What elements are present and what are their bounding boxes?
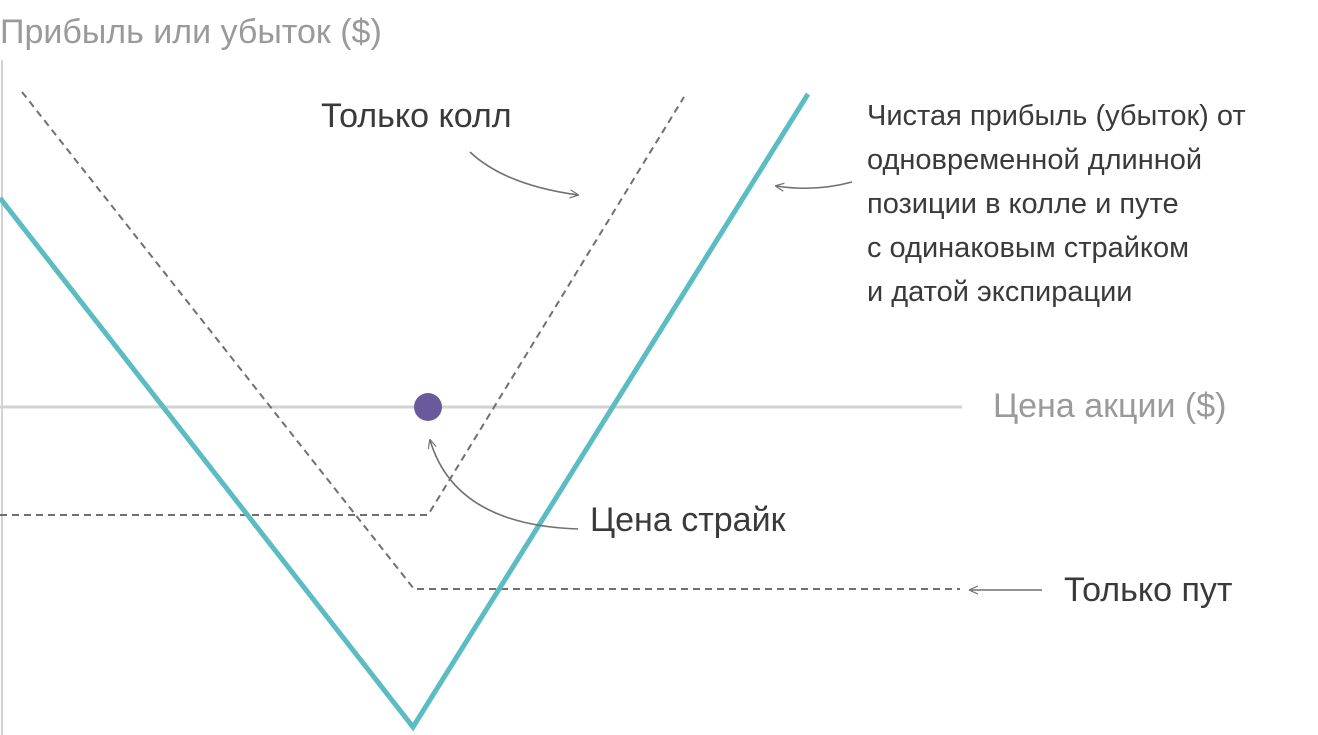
call-only-label: Только колл bbox=[321, 97, 512, 135]
straddle-note-line: и датой экспирации bbox=[867, 276, 1133, 308]
straddle-note-line: с одинаковым страйком bbox=[867, 232, 1190, 264]
strike-price-label: Цена страйк bbox=[590, 501, 786, 539]
strike-point bbox=[414, 393, 442, 421]
straddle-note-line: одновременной длинной bbox=[867, 144, 1203, 176]
call-only-line bbox=[0, 96, 685, 516]
strike-arrow bbox=[430, 440, 579, 530]
straddle-note-line: позиции в колле и путе bbox=[867, 188, 1179, 220]
straddle-line bbox=[0, 92, 811, 732]
straddle-note-line: Чистая прибыль (убыток) от bbox=[867, 100, 1246, 132]
straddle-arrow bbox=[776, 181, 853, 188]
put-only-line bbox=[21, 91, 960, 590]
y-axis-label: Прибыль или убыток ($) bbox=[0, 13, 382, 51]
put-only-label: Только пут bbox=[1064, 571, 1233, 609]
call-arrow bbox=[469, 151, 578, 195]
straddle-note: Чистая прибыль (убыток) от одновременной… bbox=[867, 94, 1312, 314]
x-axis-label: Цена акции ($) bbox=[993, 387, 1227, 425]
